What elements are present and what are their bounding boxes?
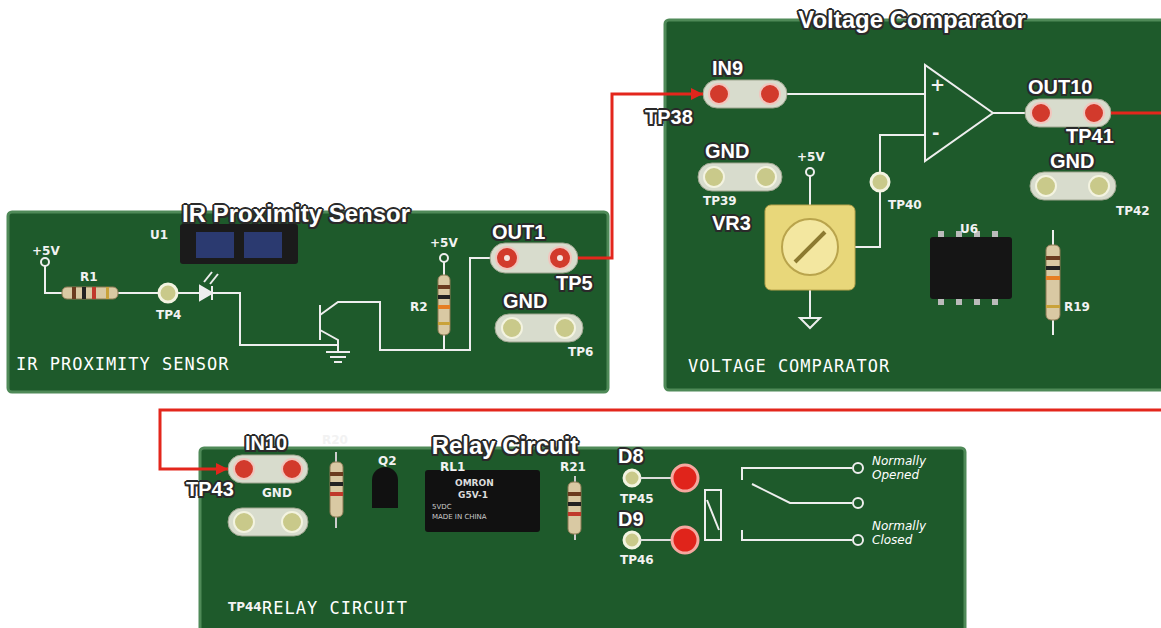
part-name: U1 [150,228,168,242]
part-name: U6 [960,222,978,236]
test-point: TP45 [620,492,654,506]
signal-name: IN9 [712,57,743,80]
signal-name: GND [705,140,749,163]
connector-pads: IN9TP38 [703,80,787,108]
signal-name: GND [503,290,547,313]
part-name: D8 [618,445,644,468]
chip-marking: G5V-1 [458,490,488,500]
silkscreen-text: RELAY CIRCUIT [262,598,408,618]
part-name: R20 [322,433,348,447]
part-name: VR3 [712,212,751,235]
chip-marking: 5VDC [432,503,452,511]
signal-name: OUT1 [492,221,545,244]
board-title: Voltage Comparator [798,6,1026,34]
contact-label: Normally Opened [872,455,936,483]
part-name: D9 [618,508,644,531]
test-point: TP6 [568,345,593,359]
silkscreen-text: VOLTAGE COMPARATOR [688,356,890,376]
signal-name: OUT10 [1028,76,1092,99]
signal-name: GND [1050,150,1094,173]
part-name: R19 [1064,300,1090,314]
test-point: TP40 [888,198,922,212]
chip-marking: MADE IN CHINA [432,513,487,521]
test-point: TP44 [228,600,262,614]
part-name: RL1 [440,460,465,474]
signal-wire [160,113,1161,469]
connector-pads: OUT1TP5 [490,243,578,273]
contact-label: Normally Closed [872,520,936,548]
signal-name: GND [262,486,292,500]
connector-pads: IN10TP43 [228,455,308,483]
signal-wire [578,94,703,258]
pin-sign: + [930,74,945,95]
test-point: TP5 [556,272,593,295]
test-point: TP38 [645,106,693,129]
signal-name: IN10 [245,432,287,455]
silkscreen-text: IR PROXIMITY SENSOR [16,354,229,374]
part-name: R2 [410,300,428,314]
test-point: TP46 [620,553,654,567]
test-point: TP43 [186,478,234,501]
part-name: R1 [80,270,98,284]
supply-label: +5V [797,150,825,164]
connector-pads: OUT10TP41 [1025,99,1111,127]
supply-label: +5V [430,236,458,250]
part-name: R21 [560,460,586,474]
test-point: TP42 [1116,204,1150,218]
pin-sign: - [932,122,939,143]
test-point: TP39 [703,194,737,208]
supply-label: +5V [32,244,60,258]
board-title: IR Proximity Sensor [182,200,410,228]
chip-marking: OMRON [455,478,494,488]
part-name: Q2 [378,454,397,468]
test-point: TP4 [156,308,181,322]
pcb-board: Relay CircuitRELAY CIRCUITIN10TP43 [200,448,965,628]
test-point: TP41 [1066,125,1114,148]
board-title: Relay Circuit [432,432,579,460]
